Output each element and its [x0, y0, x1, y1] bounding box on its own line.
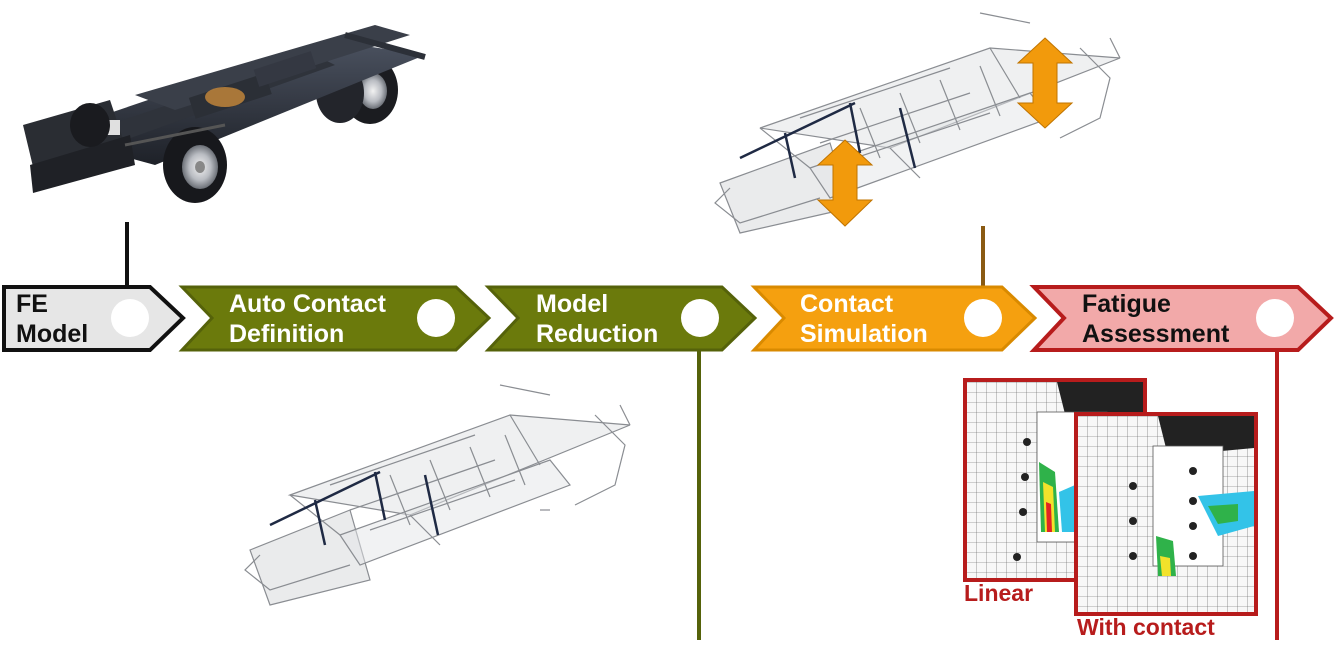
step-auto-contact-line1: Auto Contact	[229, 290, 386, 318]
contact-simulation-frame-image	[714, 12, 1121, 234]
step-contact-simulation-marker	[964, 299, 1002, 337]
with-contact-caption: With contact	[1077, 614, 1215, 640]
with-contact-result-image	[1074, 412, 1258, 616]
step-fatigue-assessment-shape	[1029, 285, 1334, 352]
step-auto-contact-shape	[178, 285, 492, 352]
step-contact-simulation-shape	[750, 285, 1038, 352]
with-contact-mesh-graphic	[1078, 416, 1254, 612]
step-contact-simulation-line2: Simulation	[800, 320, 928, 348]
step-model-reduction-shape	[484, 285, 758, 352]
model-reduction-frame-image	[244, 384, 631, 606]
truck-chassis-image	[23, 25, 426, 203]
step-model-reduction-line1: Model	[536, 290, 609, 318]
step-contact-simulation-label: Contact Simulation	[800, 289, 928, 349]
step-fatigue-assessment-line2: Assessment	[1082, 320, 1230, 348]
step-auto-contact-line2: Definition	[229, 320, 345, 348]
step-fe-model-marker	[111, 299, 149, 337]
step-contact-simulation-line1: Contact	[800, 290, 894, 318]
step-fe-model-line1: FE	[16, 290, 48, 318]
step-auto-contact-marker	[417, 299, 455, 337]
step-fe-model-line2: Model	[16, 320, 89, 348]
step-fe-model-label: FE Model	[16, 289, 88, 349]
step-fatigue-assessment-marker	[1256, 299, 1294, 337]
linear-caption: Linear	[964, 580, 1034, 606]
step-auto-contact-label: Auto Contact Definition	[229, 289, 386, 349]
step-fatigue-assessment-line1: Fatigue	[1082, 290, 1171, 318]
step-fatigue-assessment-label: Fatigue Assessment	[1082, 289, 1229, 349]
step-model-reduction-line2: Reduction	[536, 320, 659, 348]
step-model-reduction-marker	[681, 299, 719, 337]
step-model-reduction-label: Model Reduction	[536, 289, 658, 349]
